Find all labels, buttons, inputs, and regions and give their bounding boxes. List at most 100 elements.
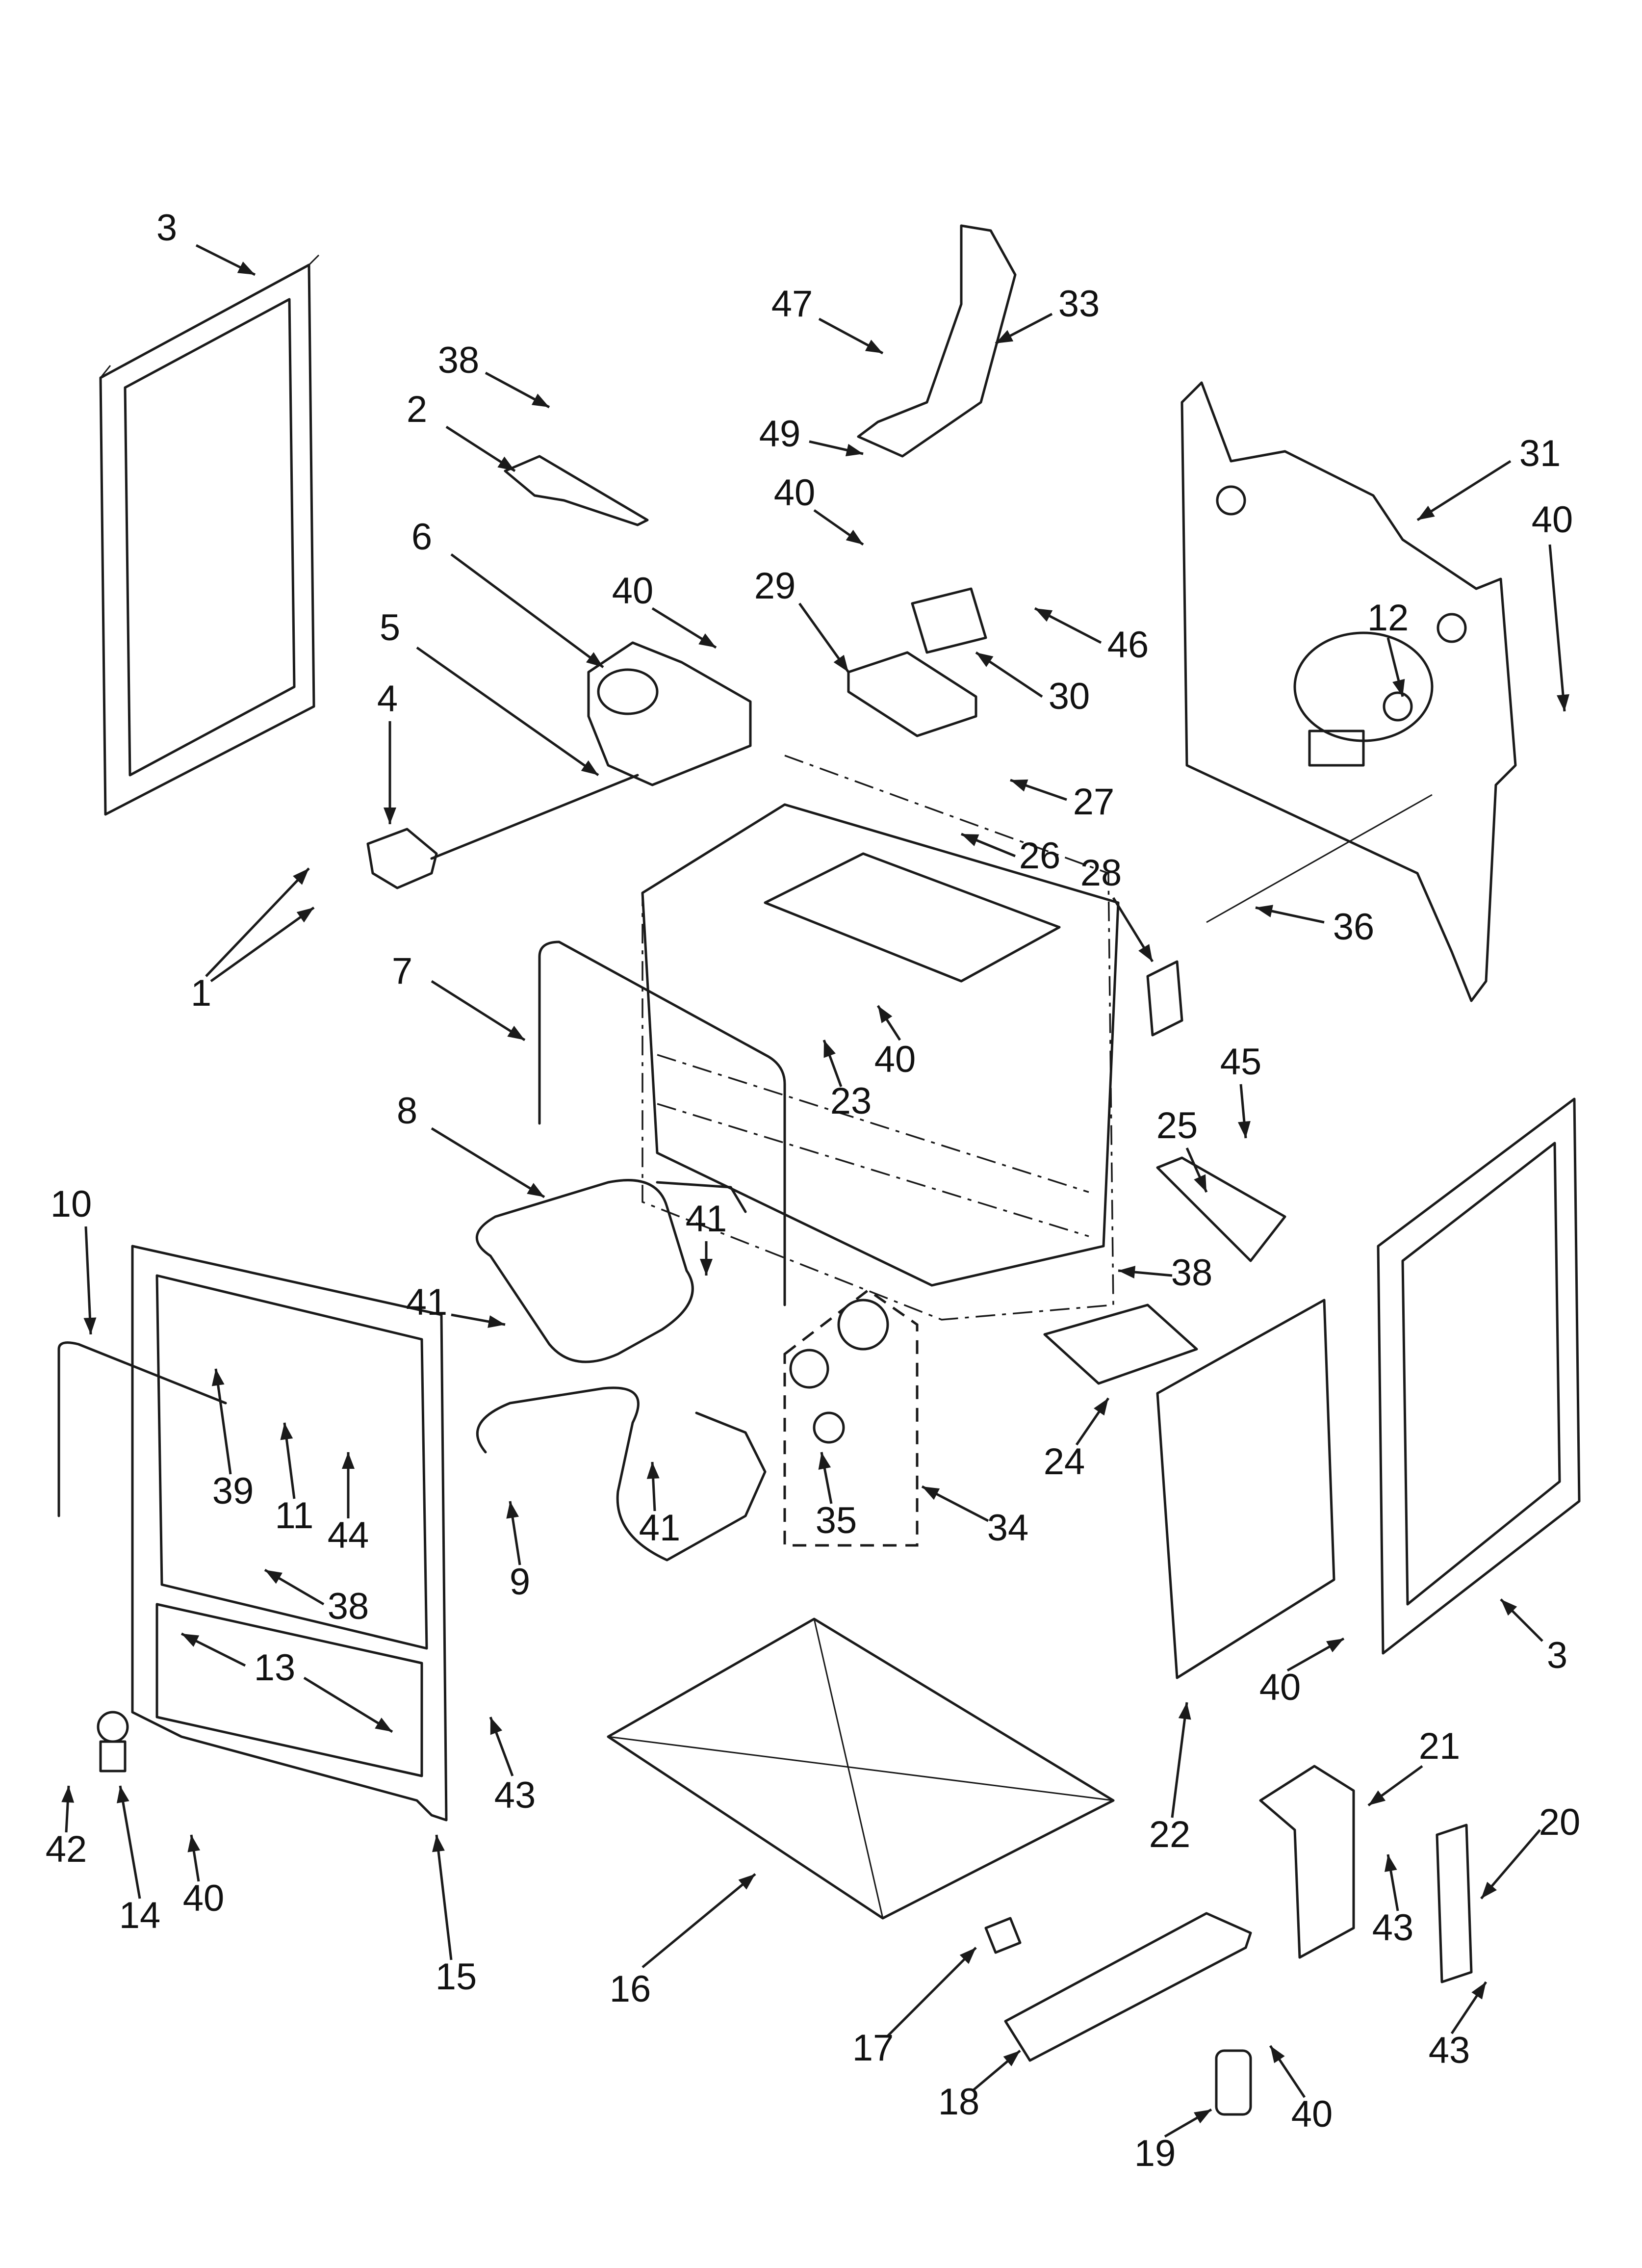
leader-arrowhead (432, 1835, 445, 1852)
leader-arrowhead (959, 1948, 976, 1964)
callout-15: 15 (436, 1956, 477, 1998)
bracket-28 (1146, 960, 1183, 1037)
leader-arrowhead (1003, 2051, 1020, 2066)
leader-arrowhead (531, 393, 549, 407)
leader-arrowhead (1178, 1702, 1191, 1720)
leader-line (431, 1127, 545, 1199)
broil-element (476, 1386, 767, 1562)
leader-arrowhead (237, 261, 255, 275)
callout-39: 39 (212, 1470, 254, 1512)
callout-46: 46 (1107, 624, 1149, 666)
bake-element (476, 1179, 747, 1363)
door-latch (366, 774, 639, 889)
leader-arrowhead (1557, 694, 1569, 711)
callout-11: 11 (275, 1495, 314, 1537)
leader-arrowhead (265, 1570, 282, 1584)
callout-42: 42 (46, 1828, 87, 1870)
bracket-30 (911, 587, 987, 654)
leader-arrowhead (581, 760, 598, 775)
leader-arrowhead (1118, 1266, 1136, 1279)
rear-panel (1180, 381, 1517, 1002)
callout-45: 45 (1220, 1041, 1262, 1083)
callout-20: 20 (1539, 1801, 1581, 1843)
leader-arrowhead (187, 1835, 201, 1852)
bracket-20 (1436, 1824, 1473, 1983)
leader-arrowhead (1392, 678, 1405, 697)
leader-arrowhead (384, 808, 396, 824)
leader-line (416, 646, 599, 777)
callout-6: 6 (411, 516, 432, 558)
knob-12 (1383, 691, 1413, 722)
leader-arrowhead (1385, 1854, 1397, 1872)
leader-arrowhead (700, 1259, 713, 1276)
left-side-panel (99, 254, 320, 816)
leader-arrowhead (646, 1462, 660, 1479)
front-frame (131, 1245, 448, 1822)
leader-line (435, 1834, 453, 1960)
handle-bracket (857, 224, 1017, 458)
clip-17 (984, 1917, 1022, 1954)
leader-line (1171, 1702, 1188, 1818)
callout-40-side: 40 (1259, 1667, 1301, 1708)
callout-3-left: 3 (156, 207, 177, 249)
leader-arrowhead (342, 1452, 355, 1469)
leader-line (303, 1676, 393, 1733)
leader-arrowhead (846, 529, 863, 545)
leader-arrowhead (1010, 779, 1028, 792)
leader-arrowhead (293, 868, 309, 885)
callout-38-top: 38 (438, 339, 480, 381)
leader-arrowhead (1270, 2046, 1285, 2063)
callout-14: 14 (119, 1895, 161, 1936)
callout-16: 16 (610, 1968, 651, 2010)
callout-26: 26 (1019, 835, 1061, 877)
leader-arrowhead (845, 443, 863, 457)
leader-line (210, 906, 315, 983)
callout-23: 23 (830, 1080, 872, 1122)
leader-arrowhead (922, 1486, 940, 1500)
leader-arrowhead (506, 1501, 519, 1519)
leader-line (119, 1785, 141, 1899)
callout-17: 17 (852, 2027, 894, 2069)
leader-arrowhead (1035, 608, 1053, 622)
leader-arrowhead (375, 1718, 392, 1732)
leader-arrowhead (83, 1317, 97, 1334)
leader-arrowhead (698, 633, 716, 648)
leader-arrowhead (738, 1874, 755, 1890)
leader-arrowhead (1368, 1790, 1386, 1805)
callout-33: 33 (1058, 283, 1100, 325)
leader-line (1548, 544, 1566, 712)
leader-arrowhead (976, 652, 994, 667)
leader-arrowhead (818, 1452, 831, 1470)
callout-41-top: 41 (686, 1198, 727, 1240)
leader-lines (61, 244, 1569, 2138)
leader-arrowhead (497, 456, 515, 471)
callout-5: 5 (380, 607, 400, 649)
light-assembly-group (783, 1288, 919, 1547)
callout-40-valve: 40 (612, 570, 654, 612)
leveling-leg (1215, 2049, 1252, 2116)
leader-arrowhead (1471, 1982, 1486, 2000)
latch-pin-14 (97, 1711, 129, 1773)
callout-25: 25 (1156, 1105, 1198, 1147)
leader-arrowhead (527, 1183, 544, 1197)
leader-arrowhead (296, 908, 314, 923)
callout-41-bottom: 41 (639, 1507, 681, 1549)
leader-arrowhead (878, 1006, 893, 1023)
bracket-24 (1043, 1303, 1198, 1385)
callout-13: 13 (254, 1647, 296, 1689)
leader-arrowhead (996, 330, 1014, 343)
leader-arrowhead (507, 1025, 525, 1040)
oven-cavity (641, 755, 1120, 1321)
leader-arrowhead (1501, 1599, 1517, 1616)
leader-arrowhead (1094, 1398, 1108, 1416)
leader-arrowhead (1194, 2110, 1211, 2124)
wire-36 (1206, 794, 1433, 923)
callout-43-bracket: 43 (1372, 1907, 1414, 1949)
callout-40-leg: 40 (1291, 2093, 1333, 2135)
callout-31: 31 (1519, 433, 1561, 474)
callout-28: 28 (1080, 852, 1122, 894)
bottom-panel (607, 1617, 1115, 1920)
leader-arrowhead (280, 1423, 293, 1440)
callout-22: 22 (1149, 1814, 1191, 1855)
